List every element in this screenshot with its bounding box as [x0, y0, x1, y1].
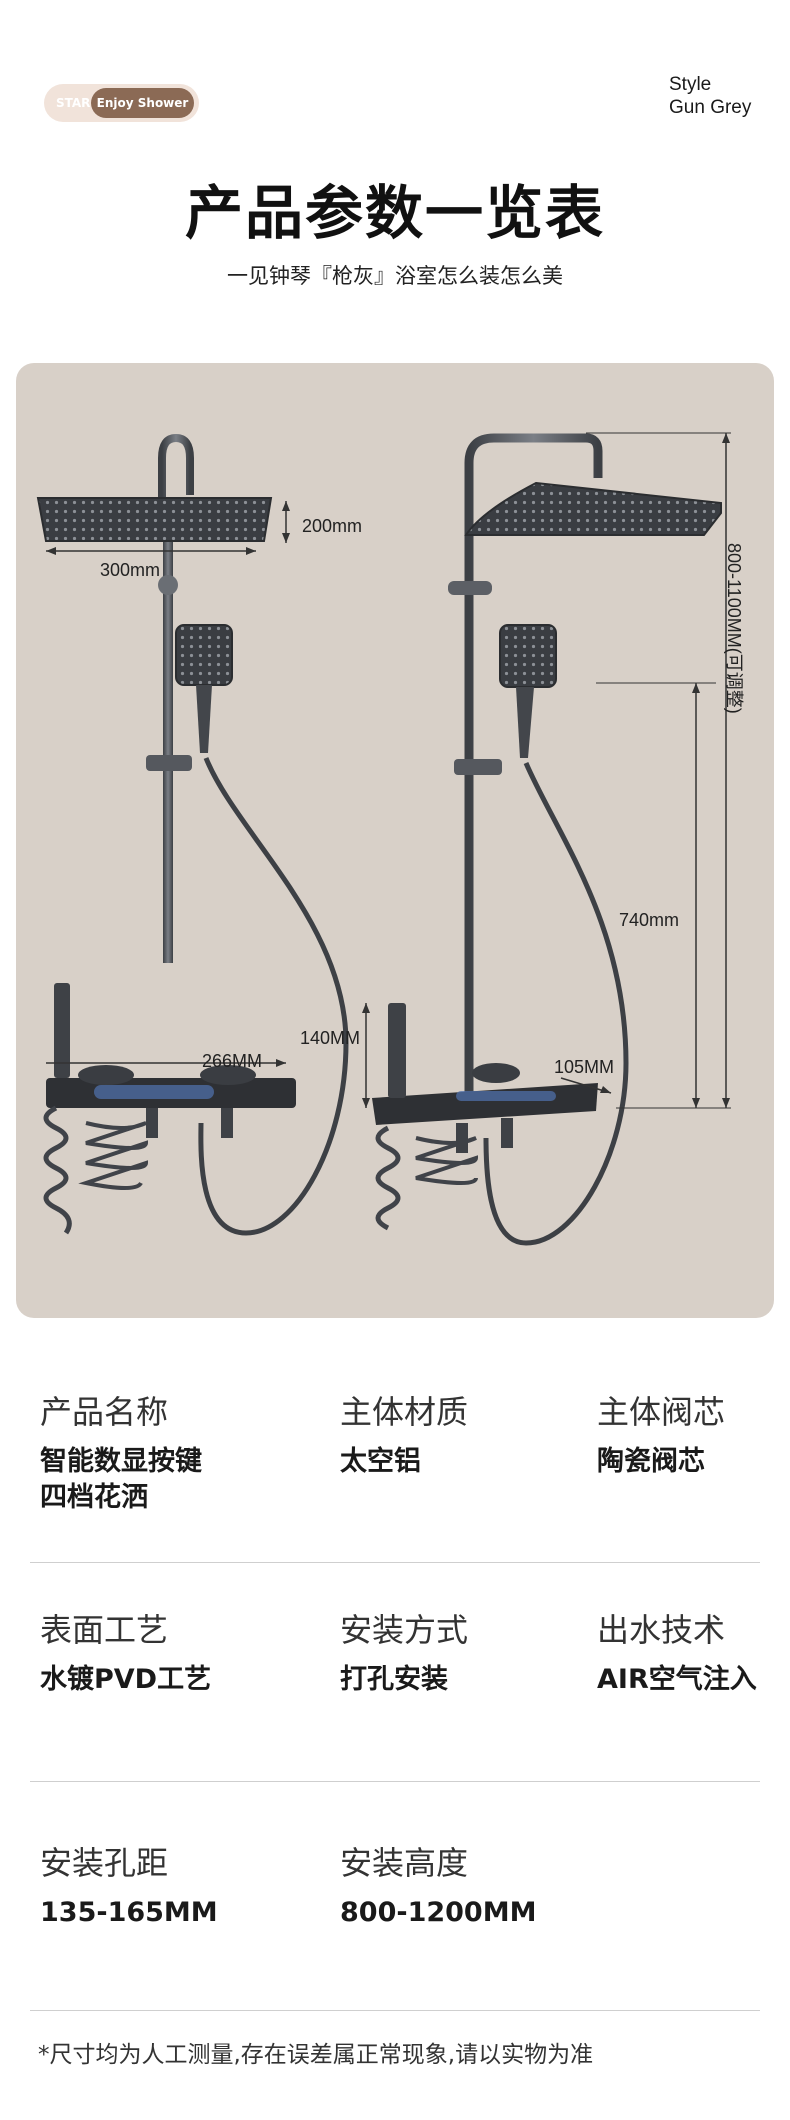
dim-slide-height: 740mm	[619, 910, 680, 930]
style-color-name: Gun Grey	[669, 97, 752, 118]
brand-badge: STAR Enjoy Shower	[44, 84, 199, 122]
spec-label: 安装方式	[340, 1611, 469, 1649]
style-label: Style	[669, 74, 712, 95]
row-divider	[30, 2010, 760, 2011]
spec-label: 主体材质	[340, 1393, 469, 1431]
spec-valve: 主体阀芯 陶瓷阀芯	[597, 1392, 725, 1480]
spec-label: 产品名称	[40, 1393, 169, 1431]
spec-value: 陶瓷阀芯	[597, 1446, 705, 1477]
spec-water-tech: 出水技术 AIR空气注入	[597, 1610, 757, 1698]
shower-illustration	[36, 432, 731, 1246]
product-image-panel: 200mm 300mm 800-1100MM(可调整) 740mm 266MM …	[16, 363, 774, 1318]
spec-label: 表面工艺	[40, 1611, 169, 1649]
right-shower	[372, 432, 731, 1246]
brand-star-label: STAR	[56, 96, 91, 110]
dim-shelf-width: 266MM	[202, 1051, 263, 1071]
spec-label: 主体阀芯	[597, 1393, 726, 1431]
spec-material: 主体材质 太空铝	[340, 1392, 468, 1480]
spec-label: 安装孔距	[40, 1844, 169, 1882]
spec-value: 智能数显按键 四档花洒	[40, 1446, 202, 1513]
measurement-note: *尺寸均为人工测量,存在误差属正常现象,请以实物为准	[38, 2042, 594, 2068]
spec-value: 打孔安装	[340, 1664, 448, 1695]
dim-head-height: 200mm	[302, 516, 363, 536]
page-subtitle: 一见钟琴『枪灰』浴室怎么装怎么美	[227, 264, 563, 288]
dim-head-width: 300mm	[100, 560, 161, 580]
brand-enjoy-label: Enjoy Shower	[91, 88, 194, 118]
spec-product-name: 产品名称 智能数显按键 四档花洒	[40, 1392, 202, 1516]
spec-value: 135-165MM	[40, 1897, 218, 1928]
spec-value: 水镀PVD工艺	[40, 1664, 212, 1695]
dim-shelf-depth: 105MM	[554, 1057, 615, 1077]
dim-total-height: 800-1100MM(可调整)	[724, 543, 744, 714]
spec-value: AIR空气注入	[597, 1664, 757, 1695]
spec-hole-distance: 安装孔距 135-165MM	[40, 1843, 218, 1931]
left-shower	[36, 433, 370, 1236]
spec-install-height: 安装高度 800-1200MM	[340, 1843, 536, 1931]
row-divider	[30, 1781, 760, 1782]
spec-finish: 表面工艺 水镀PVD工艺	[40, 1610, 211, 1698]
spec-value: 800-1200MM	[340, 1897, 537, 1928]
dim-shelf-height: 140MM	[300, 1028, 361, 1048]
style-info: Style Gun Grey	[669, 73, 751, 119]
row-divider	[30, 1562, 760, 1563]
spec-label: 安装高度	[340, 1844, 469, 1882]
spec-value: 太空铝	[340, 1446, 421, 1477]
page-title: 产品参数一览表	[184, 179, 605, 247]
spec-label: 出水技术	[597, 1611, 726, 1649]
spec-installation: 安装方式 打孔安装	[340, 1610, 468, 1698]
